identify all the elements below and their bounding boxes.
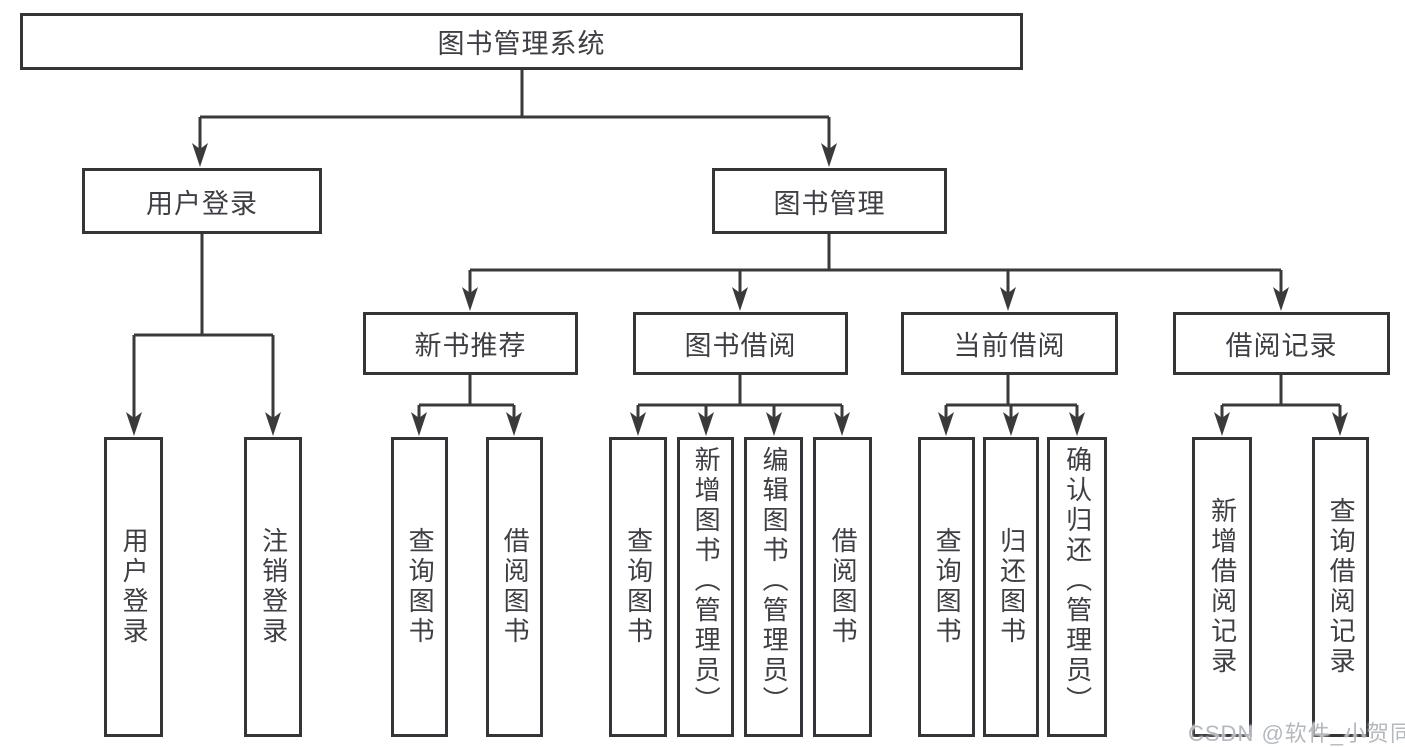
node-new-book-recommendation: 新书推荐 [363,312,578,375]
node-book-management-label: 图书管理 [773,188,886,219]
leaf-add-book-admin: 新增图书（管理员） [677,437,734,737]
leaf-return-books-label: 归还图书 [996,527,1027,647]
leaf-user-login: 用户登录 [104,437,163,737]
leaf-logout-label: 注销登录 [258,527,289,647]
leaf-confirm-return-admin: 确认归还（管理员） [1047,437,1107,737]
leaf-query-books-2: 查询图书 [609,437,667,737]
leaf-add-borrow-record-label: 新增借阅记录 [1207,497,1238,677]
leaf-return-books: 归还图书 [983,437,1039,737]
node-book-management: 图书管理 [712,168,947,234]
node-book-borrowing: 图书借阅 [633,312,848,375]
node-user-login-label: 用户登录 [146,188,258,219]
leaf-add-borrow-record: 新增借阅记录 [1192,437,1252,737]
node-borrowing-records: 借阅记录 [1173,312,1390,375]
leaf-query-borrow-record-label: 查询借阅记录 [1326,497,1357,677]
leaf-logout: 注销登录 [244,437,302,737]
leaf-edit-book-admin-label: 编辑图书（管理员） [759,446,790,716]
leaf-edit-book-admin: 编辑图书（管理员） [744,437,803,737]
node-user-login: 用户登录 [82,168,322,234]
node-current-borrowing-label: 当前借阅 [953,331,1066,361]
leaf-query-books-1-label: 查询图书 [405,527,436,647]
leaf-query-books-3: 查询图书 [918,437,975,737]
leaf-query-books-3-label: 查询图书 [932,527,963,647]
node-borrowing-records-label: 借阅记录 [1225,331,1338,361]
node-new-book-recommendation-label: 新书推荐 [414,331,527,361]
leaf-borrow-books-1-label: 借阅图书 [500,527,531,647]
leaf-query-borrow-record: 查询借阅记录 [1312,437,1369,737]
leaf-add-book-admin-label: 新增图书（管理员） [691,446,722,716]
leaf-borrow-books-2-label: 借阅图书 [828,527,859,647]
leaf-query-books-2-label: 查询图书 [623,527,654,647]
node-book-borrowing-label: 图书借阅 [684,331,797,361]
node-library-management-system-label: 图书管理系统 [437,29,606,59]
leaf-borrow-books-2: 借阅图书 [813,437,872,737]
leaf-borrow-books-1: 借阅图书 [486,437,543,737]
leaf-confirm-return-admin-label: 确认归还（管理员） [1062,446,1093,716]
arrowheads [126,143,1348,436]
leaf-query-books-1: 查询图书 [391,437,448,737]
watermark: CSDN @软件_小贺同学 [1188,721,1405,746]
leaf-user-login-label: 用户登录 [119,527,150,647]
node-library-management-system: 图书管理系统 [20,13,1023,70]
node-current-borrowing: 当前借阅 [901,312,1118,375]
